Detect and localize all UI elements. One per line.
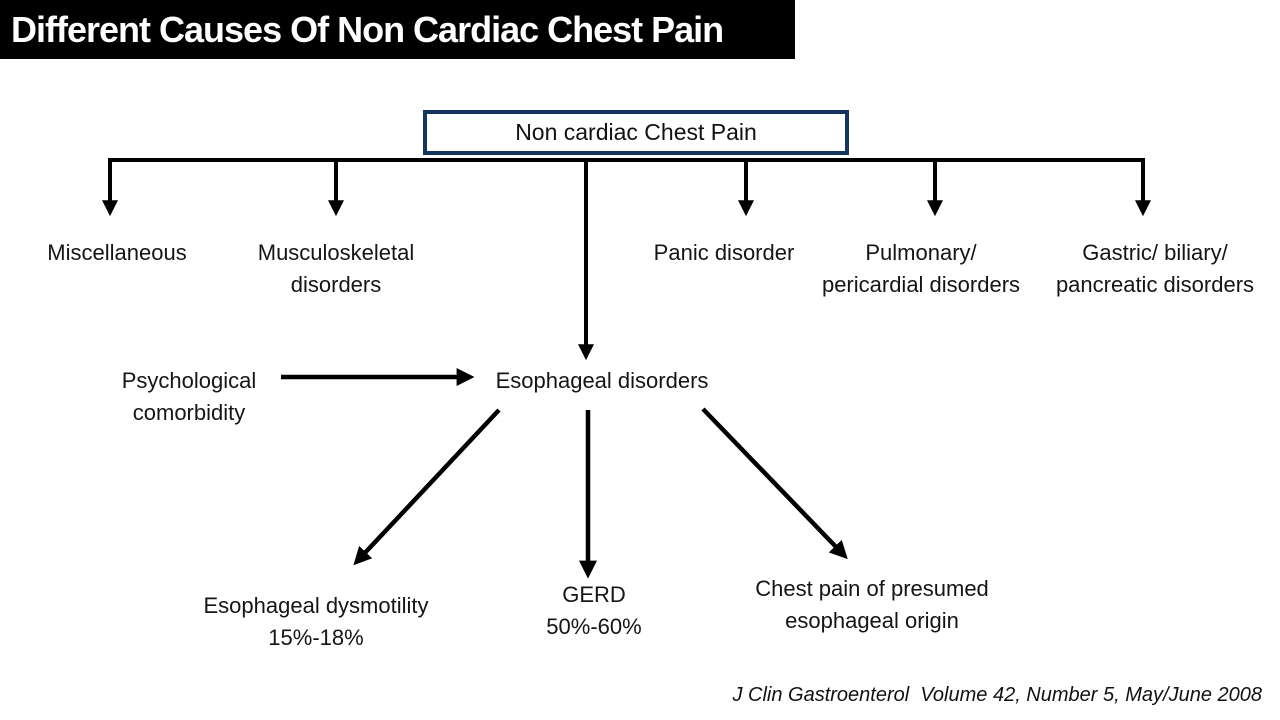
node-label: disorders <box>290 272 382 297</box>
journal-citation: J Clin Gastroenterol Volume 42, Number 5… <box>732 684 1262 706</box>
node-label: Esophageal disorders <box>495 368 709 393</box>
node-label: Panic disorder <box>653 240 795 265</box>
page-title: Different Causes Of Non Cardiac Chest Pa… <box>11 8 724 50</box>
node-chest-pain-presumed-esophageal-origin: Chest pain of presumed esophageal origin <box>755 573 989 637</box>
node-gastric-biliary-pancreatic-disorders: Gastric/ biliary/ pancreatic disorders <box>1056 237 1254 301</box>
arrow-to-dysmotility <box>353 408 501 566</box>
node-label: Pulmonary/ <box>865 240 977 265</box>
node-non-cardiac-chest-pain: Non cardiac Chest Pain <box>423 110 849 155</box>
node-label: pericardial disorders <box>821 272 1021 297</box>
node-pulmonary-pericardial-disorders: Pulmonary/ pericardial disorders <box>822 237 1020 301</box>
node-esophageal-disorders: Esophageal disorders <box>496 365 709 397</box>
arrow-to-presumed-origin <box>701 407 848 560</box>
node-label: pancreatic disorders <box>1055 272 1255 297</box>
node-label: esophageal origin <box>785 608 959 633</box>
node-miscellaneous: Miscellaneous <box>47 237 186 269</box>
node-panic-disorder: Panic disorder <box>654 237 795 269</box>
node-label: GERD <box>562 582 626 607</box>
node-label: Psychological <box>121 368 257 393</box>
node-percentage: 50%-60% <box>546 614 642 639</box>
node-label: Gastric/ biliary/ <box>1082 240 1228 265</box>
root-box-label: Non cardiac Chest Pain <box>515 119 757 145</box>
node-percentage: 15%-18% <box>268 625 364 650</box>
node-label: Musculoskeletal <box>257 240 415 265</box>
node-label: Miscellaneous <box>47 240 187 265</box>
node-label: Esophageal dysmotility <box>203 593 429 618</box>
node-gerd: GERD 50%-60% <box>546 579 641 643</box>
title-banner: Different Causes Of Non Cardiac Chest Pa… <box>0 0 795 59</box>
node-label: Chest pain of presumed <box>755 576 989 601</box>
node-psychological-comorbidity: Psychological comorbidity <box>122 365 257 429</box>
node-esophageal-dysmotility: Esophageal dysmotility 15%-18% <box>203 590 428 654</box>
node-musculoskeletal-disorders: Musculoskeletal disorders <box>258 237 415 301</box>
node-label: comorbidity <box>132 400 246 425</box>
